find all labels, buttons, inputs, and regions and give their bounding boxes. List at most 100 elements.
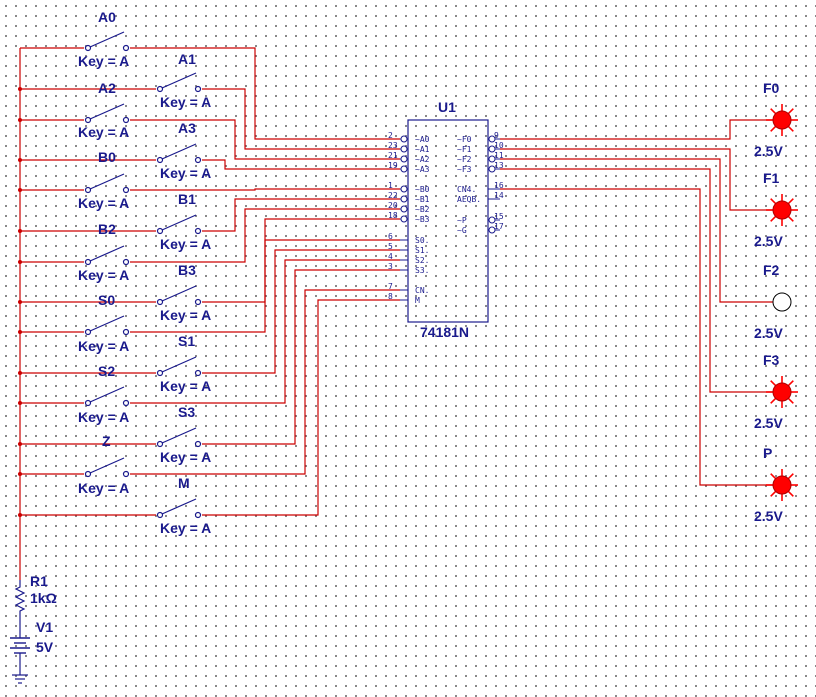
svg-text:~B1: ~B1 — [415, 195, 430, 204]
probe-voltage: 2.5V — [754, 143, 783, 159]
svg-text:4: 4 — [388, 252, 393, 261]
switch-a0[interactable] — [84, 31, 130, 52]
svg-text:~A2: ~A2 — [415, 155, 430, 164]
probe-f0[interactable] — [766, 104, 798, 136]
svg-text:S1.: S1. — [415, 246, 429, 255]
svg-text:S0.: S0. — [415, 236, 429, 245]
svg-text:~A3: ~A3 — [415, 165, 430, 174]
switch-label: A0 — [98, 9, 116, 25]
switch-b1[interactable] — [156, 214, 202, 235]
chip-pin-21: 21 ~A2 — [388, 151, 430, 164]
switch-s2[interactable] — [84, 386, 130, 407]
switch-label: Z — [102, 433, 111, 449]
switch-label: B0 — [98, 149, 116, 165]
svg-text:21: 21 — [388, 151, 398, 160]
svg-text:~A0: ~A0 — [415, 135, 430, 144]
switch-key-label: Key = A — [78, 267, 129, 283]
svg-text:10: 10 — [494, 141, 504, 150]
source-ref: V1 — [36, 619, 53, 635]
switch-s1[interactable] — [156, 356, 202, 377]
chip-pin-23: 23~A1 — [388, 141, 430, 154]
switch-label: M — [178, 475, 190, 491]
probe-p[interactable] — [766, 469, 798, 501]
svg-text:S2.: S2. — [415, 256, 429, 265]
switch-label: A3 — [178, 120, 196, 136]
chip-pin-2: 2 ~A0 — [388, 131, 430, 144]
chip-pin-22: 22~B1 — [388, 191, 430, 204]
svg-text:M: M — [415, 296, 420, 305]
svg-text:3: 3 — [388, 262, 393, 271]
probe-voltage: 2.5V — [754, 233, 783, 249]
probe-label: F2 — [763, 262, 780, 278]
probe-f1[interactable] — [766, 194, 798, 226]
svg-text:S3.: S3. — [415, 266, 429, 275]
svg-text:18: 18 — [388, 211, 398, 220]
probe-voltage: 2.5V — [754, 325, 783, 341]
svg-text:~F0: ~F0 — [457, 135, 472, 144]
chip-pin-1: 1~B0 — [388, 181, 430, 194]
switch-a3[interactable] — [156, 143, 202, 164]
switch-z[interactable] — [84, 457, 130, 478]
ic-ref: U1 — [438, 99, 456, 115]
svg-text:20: 20 — [388, 201, 398, 210]
svg-text:8: 8 — [388, 292, 393, 301]
svg-text:~G: ~G — [457, 226, 467, 235]
probe-voltage: 2.5V — [754, 508, 783, 524]
switch-a1[interactable] — [156, 72, 202, 93]
probe-label: F1 — [763, 170, 780, 186]
svg-text:~F3: ~F3 — [457, 165, 472, 174]
probe-label: P — [763, 445, 772, 461]
switch-s0[interactable] — [84, 315, 130, 336]
switch-b2[interactable] — [84, 245, 130, 266]
probe-label: F0 — [763, 80, 780, 96]
switch-label: S0 — [98, 292, 115, 308]
svg-text:15: 15 — [494, 212, 504, 221]
source-value: 5V — [36, 639, 54, 655]
probe-voltage: 2.5V — [754, 415, 783, 431]
svg-text:~B2: ~B2 — [415, 205, 430, 214]
switch-s3[interactable] — [156, 427, 202, 448]
chip-pin-11: 11~F2 — [457, 151, 504, 164]
probe-f2[interactable] — [772, 292, 792, 312]
switch-key-label: Key = A — [160, 307, 211, 323]
svg-text:2: 2 — [388, 131, 393, 140]
svg-text:16: 16 — [494, 181, 504, 190]
chip-pin-4: 4 S2. — [388, 252, 429, 265]
chip-pin-9: 9 ~F0 — [457, 131, 500, 144]
switch-label: B1 — [178, 191, 196, 207]
svg-text:CN4.: CN4. — [457, 185, 476, 194]
svg-text:17: 17 — [494, 222, 504, 231]
switch-key-label: Key = A — [160, 94, 211, 110]
svg-text:7: 7 — [388, 282, 393, 291]
switch-a2[interactable] — [84, 103, 130, 124]
power-section: R1 1kΩ V1 5V — [10, 573, 57, 684]
svg-text:19: 19 — [388, 161, 398, 170]
chip-pin-7: 7 CN. — [388, 282, 429, 295]
svg-text:13: 13 — [494, 161, 504, 170]
chip-pin-20: 20 ~B2 — [388, 201, 430, 214]
resistor-r1[interactable] — [14, 580, 26, 625]
switch-b3[interactable] — [156, 285, 202, 306]
chip-pin-19: 19 ~A3 — [388, 161, 430, 174]
svg-text:9: 9 — [494, 131, 499, 140]
switch-key-label: Key = A — [78, 409, 129, 425]
probe-f3[interactable] — [766, 376, 798, 408]
switch-m[interactable] — [156, 498, 202, 519]
svg-text:14: 14 — [494, 191, 504, 200]
svg-text:~A1: ~A1 — [415, 145, 430, 154]
svg-text:CN.: CN. — [415, 286, 429, 295]
svg-text:~F2: ~F2 — [457, 155, 472, 164]
switch-label: A1 — [178, 51, 196, 67]
ic-part: 74181N — [420, 324, 469, 340]
switch-key-label: Key = A — [160, 165, 211, 181]
switch-b0[interactable] — [84, 173, 130, 194]
chip-pin-15: 15 ~P — [457, 212, 504, 225]
svg-text:~P: ~P — [457, 216, 467, 225]
ic-body — [407, 119, 489, 323]
switch-key-label: Key = A — [160, 236, 211, 252]
switch-label: S1 — [178, 333, 195, 349]
